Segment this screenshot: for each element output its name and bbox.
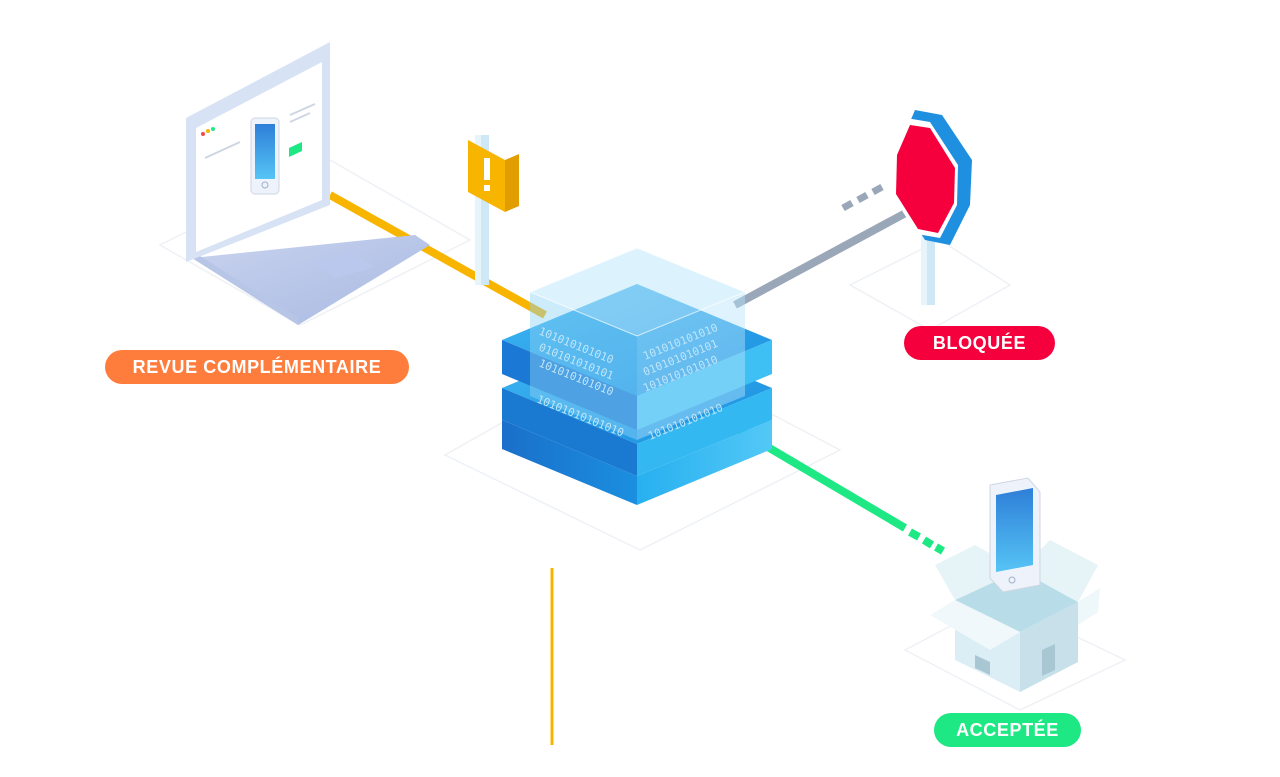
blocked-status-badge: BLOQUÉE <box>904 326 1055 360</box>
server-stack-icon: 101010101010 010101010101 101010101010 1… <box>502 247 772 505</box>
laptop-icon <box>186 42 430 325</box>
review-status-badge: REVUE COMPLÉMENTAIRE <box>105 350 409 384</box>
warning-sign-icon <box>468 135 519 285</box>
stop-sign-icon <box>892 110 972 305</box>
blocked-connection-line <box>733 183 917 309</box>
open-box-phone-icon <box>930 477 1100 692</box>
accepted-status-badge: ACCEPTÉE <box>934 713 1081 747</box>
